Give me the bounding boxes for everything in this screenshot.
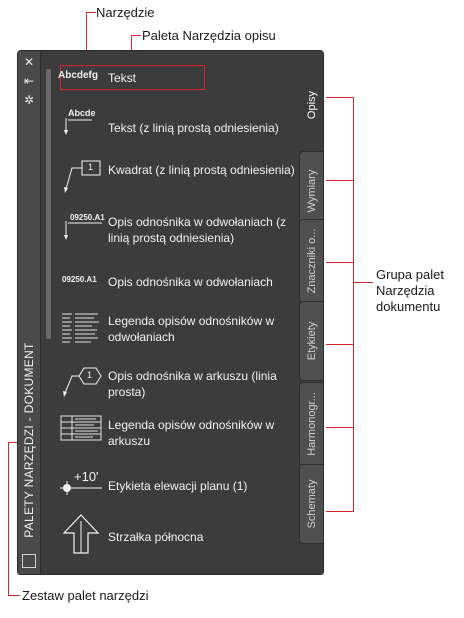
callout-group-line-3: dokumentu xyxy=(376,299,441,314)
keynote-icon: 09250.A1 xyxy=(58,269,104,295)
bracket-tick-5 xyxy=(326,427,354,428)
square-leader-icon: 1 xyxy=(58,159,104,195)
tab-etykiety[interactable]: Etykiety xyxy=(299,301,323,381)
bracket-tick-2 xyxy=(326,180,354,181)
palette-title-text: PALETY NARZĘDZI - DOKUMENT xyxy=(22,342,36,538)
tab-label: Wymiary xyxy=(305,169,318,213)
tool-list: Abcdefg Tekst Abcde Tekst (z linią prost… xyxy=(54,51,299,574)
leader-set-v xyxy=(8,442,9,596)
tab-wymiary[interactable]: Wymiary xyxy=(299,151,323,231)
elevation-label-icon-text: +10' xyxy=(74,469,99,484)
bracket-tick-4 xyxy=(326,344,354,345)
bracket-v xyxy=(353,97,354,511)
tab-label: Harmonogr... xyxy=(305,392,318,456)
tool-highlight xyxy=(60,65,205,90)
text-tool-icon-text: Abcdefg xyxy=(58,70,98,81)
text-leader-icon: Abcde xyxy=(58,106,104,138)
hexagon-leader-icon-text: 1 xyxy=(87,370,93,380)
text-leader-icon-text: Abcde xyxy=(68,108,96,118)
keynote-icon-text: 09250.A1 xyxy=(62,275,97,284)
tool-label: Legenda opisów odnośników w arkuszu xyxy=(108,418,275,448)
north-arrow-icon xyxy=(58,513,104,557)
text-tool-icon: Abcdefg xyxy=(58,65,104,91)
tool-tekst-linia[interactable]: Abcde Tekst (z linią prostą odniesienia) xyxy=(54,106,299,146)
tool-etykieta-elewacji[interactable]: +10' Etykieta elewacji planu (1) xyxy=(54,469,299,499)
palette-tabs: Opisy Wymiary Znaczniki o... Etykiety Ha… xyxy=(299,51,323,574)
square-leader-icon-text: 1 xyxy=(88,162,94,172)
bracket-tick-3 xyxy=(326,262,354,263)
tab-label: Etykiety xyxy=(305,321,318,361)
leader-palette-h xyxy=(131,35,141,36)
palette-title-bar[interactable]: ✕ ⇤ ✲ PALETY NARZĘDZI - DOKUMENT xyxy=(18,51,41,574)
autohide-icon[interactable]: ⇤ xyxy=(23,74,35,88)
tool-label: Opis odnośnika w arkuszu (linia prosta) xyxy=(108,369,277,399)
scrollbar[interactable] xyxy=(46,69,51,339)
tool-label: Kwadrat (z linią prostą odniesienia) xyxy=(108,163,295,177)
keynote-leader-icon: 09250.A1 xyxy=(58,211,105,247)
tool-kwadrat[interactable]: 1 Kwadrat (z linią prostą odniesienia) xyxy=(54,159,299,195)
tool-palette-window: ✕ ⇤ ✲ PALETY NARZĘDZI - DOKUMENT Abcdefg… xyxy=(17,50,324,575)
tool-label: Legenda opisów odnośników w odwołaniach xyxy=(108,314,275,344)
callout-group-line-2: Narzędzia xyxy=(376,283,435,298)
keynote-leader-icon-text: 09250.A1 xyxy=(70,213,105,222)
callout-tool: Narzędzie xyxy=(96,5,155,20)
legend-table-icon xyxy=(58,411,104,451)
leader-palette-v xyxy=(131,35,132,53)
tool-opis-odnosnika-linia[interactable]: 09250.A1 Opis odnośnika w odwołaniach (z… xyxy=(54,211,299,247)
legend-list-icon xyxy=(58,310,104,350)
tool-tekst[interactable]: Abcdefg Tekst xyxy=(54,65,299,91)
tool-label: Opis odnośnika w odwołaniach (z linią pr… xyxy=(108,215,287,245)
tool-label: Strzałka północna xyxy=(108,530,204,544)
tool-legenda-odwolania[interactable]: Legenda opisów odnośników w odwołaniach xyxy=(54,310,299,350)
tab-label: Opisy xyxy=(305,90,318,120)
palette-set-icon[interactable] xyxy=(22,554,36,568)
callout-set: Zestaw palet narzędzi xyxy=(22,588,149,603)
tool-strzalka-polnocna[interactable]: Strzałka północna xyxy=(54,513,299,557)
bracket-to-label xyxy=(353,282,373,283)
tool-label: Etykieta elewacji planu (1) xyxy=(108,479,248,493)
tool-label: Tekst (z linią prostą odniesienia) xyxy=(108,121,279,135)
leader-set-h xyxy=(8,595,20,596)
tool-opis-odnosnika[interactable]: 09250.A1 Opis odnośnika w odwołaniach xyxy=(54,269,299,295)
leader-tool-v xyxy=(86,12,87,65)
leader-set-top xyxy=(8,442,17,443)
leader-tool-h xyxy=(86,12,96,13)
tab-label: Znaczniki o... xyxy=(305,228,318,294)
tab-schematy[interactable]: Schematy xyxy=(299,464,323,544)
callout-palette: Paleta Narzędzia opisu xyxy=(142,28,276,43)
elevation-label-icon: +10' xyxy=(58,469,104,499)
close-icon[interactable]: ✕ xyxy=(23,55,35,69)
tool-opis-arkusz[interactable]: 1 Opis odnośnika w arkuszu (linia prosta… xyxy=(54,365,299,401)
bracket-tick-1 xyxy=(326,97,354,98)
tab-harmonogramy[interactable]: Harmonogr... xyxy=(299,382,323,466)
tool-legenda-arkusz[interactable]: Legenda opisów odnośników w arkuszu xyxy=(54,411,299,451)
hexagon-leader-icon: 1 xyxy=(58,365,104,401)
callout-group-line-1: Grupa palet xyxy=(376,267,444,282)
tab-label: Schematy xyxy=(305,479,318,529)
tool-label: Tekst xyxy=(108,71,137,85)
palette-title: PALETY NARZĘDZI - DOKUMENT xyxy=(19,340,39,540)
tab-znaczniki[interactable]: Znaczniki o... xyxy=(299,219,323,303)
tool-label: Opis odnośnika w odwołaniach xyxy=(108,275,273,289)
bracket-tick-6 xyxy=(326,511,354,512)
callout-group: Grupa palet Narzędzia dokumentu xyxy=(376,267,444,315)
tab-opisy[interactable]: Opisy xyxy=(299,53,323,157)
properties-icon[interactable]: ✲ xyxy=(23,93,35,107)
